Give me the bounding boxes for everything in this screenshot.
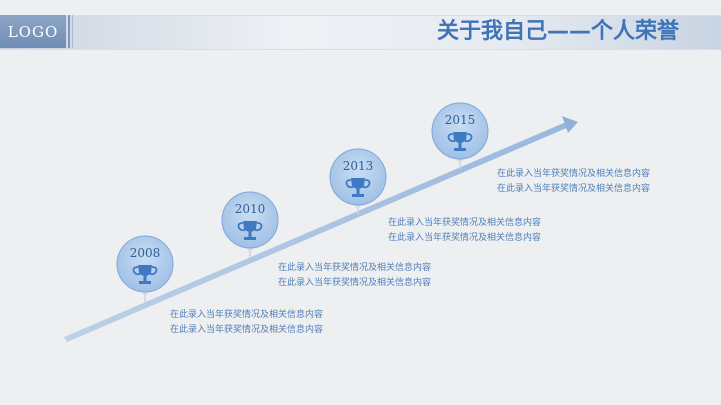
logo-divider [68, 15, 70, 48]
description-line: 在此录入当年获奖情况及相关信息内容 [170, 310, 324, 320]
milestone-year: 2008 [130, 246, 161, 260]
trophy-icon [132, 265, 158, 284]
milestone-description-2015: 在此录入当年获奖情况及相关信息内容 在此录入当年获奖情况及相关信息内容 [497, 167, 650, 197]
logo-text: LOGO [7, 22, 59, 41]
trophy-icon [447, 132, 473, 151]
logo: LOGO [0, 15, 66, 48]
milestone-year: 2013 [343, 159, 374, 173]
description-line: 在此录入当年获奖情况及相关信息内容 [497, 169, 651, 179]
milestone-year: 2010 [235, 202, 266, 216]
milestone-year: 2015 [445, 113, 476, 127]
page-title: 关于我自己——个人荣誉 [436, 19, 679, 44]
description-line: 在此录入当年获奖情况及相关信息内容 [388, 218, 542, 228]
trophy-icon [345, 178, 371, 197]
milestone-description-2013: 在此录入当年获奖情况及相关信息内容 在此录入当年获奖情况及相关信息内容 [388, 216, 541, 246]
description-line: 在此录入当年获奖情况及相关信息内容 [497, 184, 651, 194]
logo-divider-thin [72, 15, 73, 48]
description-line: 在此录入当年获奖情况及相关信息内容 [388, 233, 542, 243]
timeline-arrow [64, 122, 569, 342]
milestone-description-2010: 在此录入当年获奖情况及相关信息内容 在此录入当年获奖情况及相关信息内容 [278, 261, 431, 291]
arrow-head-icon [562, 116, 578, 133]
header-bar [0, 15, 721, 50]
milestone-description-2008: 在此录入当年获奖情况及相关信息内容 在此录入当年获奖情况及相关信息内容 [170, 308, 323, 338]
description-line: 在此录入当年获奖情况及相关信息内容 [278, 278, 432, 288]
description-line: 在此录入当年获奖情况及相关信息内容 [170, 325, 324, 335]
milestone-2015: 2015 [431, 102, 489, 169]
description-line: 在此录入当年获奖情况及相关信息内容 [278, 263, 432, 273]
milestone-2008: 2008 [116, 235, 174, 302]
trophy-icon [237, 221, 263, 240]
milestone-2013: 2013 [329, 148, 387, 215]
milestone-2010: 2010 [221, 191, 279, 258]
